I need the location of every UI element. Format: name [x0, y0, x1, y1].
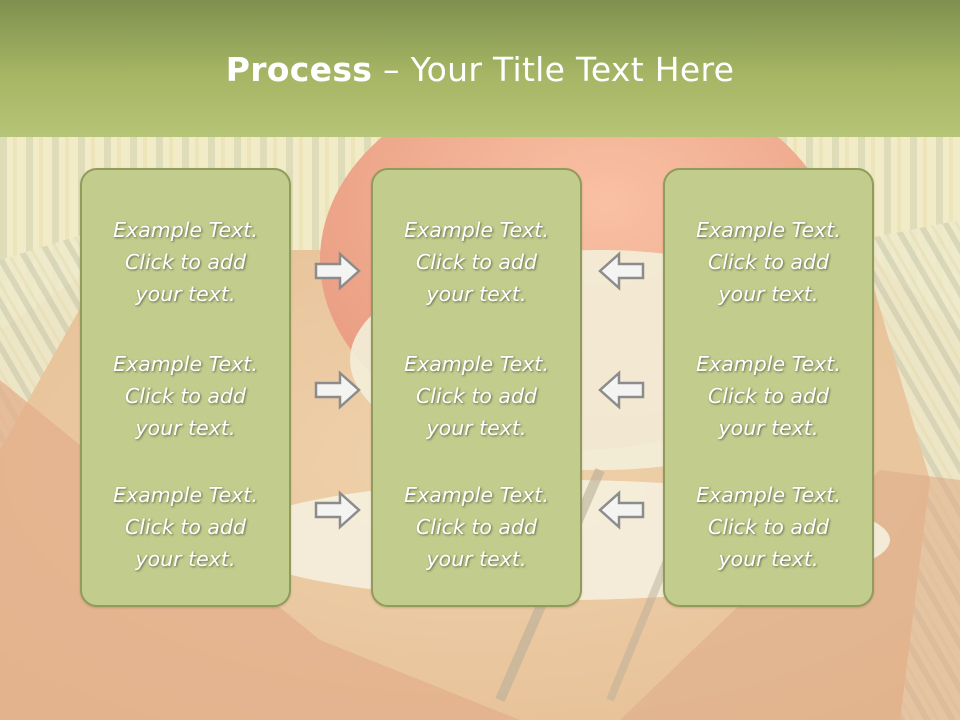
- text-placeholder[interactable]: Example Text. Click to add your text.: [665, 348, 872, 444]
- text-line: Click to add: [707, 250, 830, 274]
- text-line: Click to add: [124, 515, 247, 539]
- text-line: Click to add: [124, 384, 247, 408]
- arrow-left-icon[interactable]: [597, 490, 645, 530]
- text-line: Example Text.: [113, 218, 258, 242]
- text-line: Example Text.: [113, 483, 258, 507]
- text-line: Click to add: [707, 384, 830, 408]
- text-line: Example Text.: [404, 218, 549, 242]
- text-placeholder[interactable]: Example Text. Click to add your text.: [373, 214, 580, 310]
- text-line: Click to add: [415, 515, 538, 539]
- arrow-right-icon[interactable]: [314, 370, 362, 410]
- text-placeholder[interactable]: Example Text. Click to add your text.: [373, 479, 580, 575]
- text-line: Click to add: [415, 250, 538, 274]
- text-line: your text.: [718, 282, 819, 306]
- process-box-left[interactable]: Example Text. Click to add your text. Ex…: [80, 168, 291, 607]
- process-box-right[interactable]: Example Text. Click to add your text. Ex…: [663, 168, 874, 607]
- text-line: your text.: [426, 416, 527, 440]
- text-line: Example Text.: [696, 218, 841, 242]
- process-box-center[interactable]: Example Text. Click to add your text. Ex…: [371, 168, 582, 607]
- text-placeholder[interactable]: Example Text. Click to add your text.: [82, 214, 289, 310]
- text-line: Click to add: [124, 250, 247, 274]
- title-rest: – Your Title Text Here: [372, 50, 735, 89]
- text-line: Click to add: [415, 384, 538, 408]
- text-line: your text.: [718, 547, 819, 571]
- arrow-left-icon[interactable]: [597, 251, 645, 291]
- text-placeholder[interactable]: Example Text. Click to add your text.: [82, 479, 289, 575]
- text-placeholder[interactable]: Example Text. Click to add your text.: [665, 214, 872, 310]
- text-line: Example Text.: [113, 352, 258, 376]
- text-line: Click to add: [707, 515, 830, 539]
- text-line: your text.: [426, 282, 527, 306]
- title-bar: Process – Your Title Text Here: [0, 0, 960, 137]
- text-line: your text.: [718, 416, 819, 440]
- text-line: Example Text.: [404, 483, 549, 507]
- text-line: your text.: [135, 416, 236, 440]
- text-placeholder[interactable]: Example Text. Click to add your text.: [665, 479, 872, 575]
- arrow-left-icon[interactable]: [597, 370, 645, 410]
- text-line: Example Text.: [696, 352, 841, 376]
- text-line: Example Text.: [696, 483, 841, 507]
- arrow-right-icon[interactable]: [314, 251, 362, 291]
- title-bold: Process: [225, 50, 373, 89]
- text-line: your text.: [135, 282, 236, 306]
- text-placeholder[interactable]: Example Text. Click to add your text.: [82, 348, 289, 444]
- arrow-right-icon[interactable]: [314, 490, 362, 530]
- text-placeholder[interactable]: Example Text. Click to add your text.: [373, 348, 580, 444]
- text-line: your text.: [135, 547, 236, 571]
- slide-title[interactable]: Process – Your Title Text Here: [0, 50, 960, 89]
- text-line: Example Text.: [404, 352, 549, 376]
- text-line: your text.: [426, 547, 527, 571]
